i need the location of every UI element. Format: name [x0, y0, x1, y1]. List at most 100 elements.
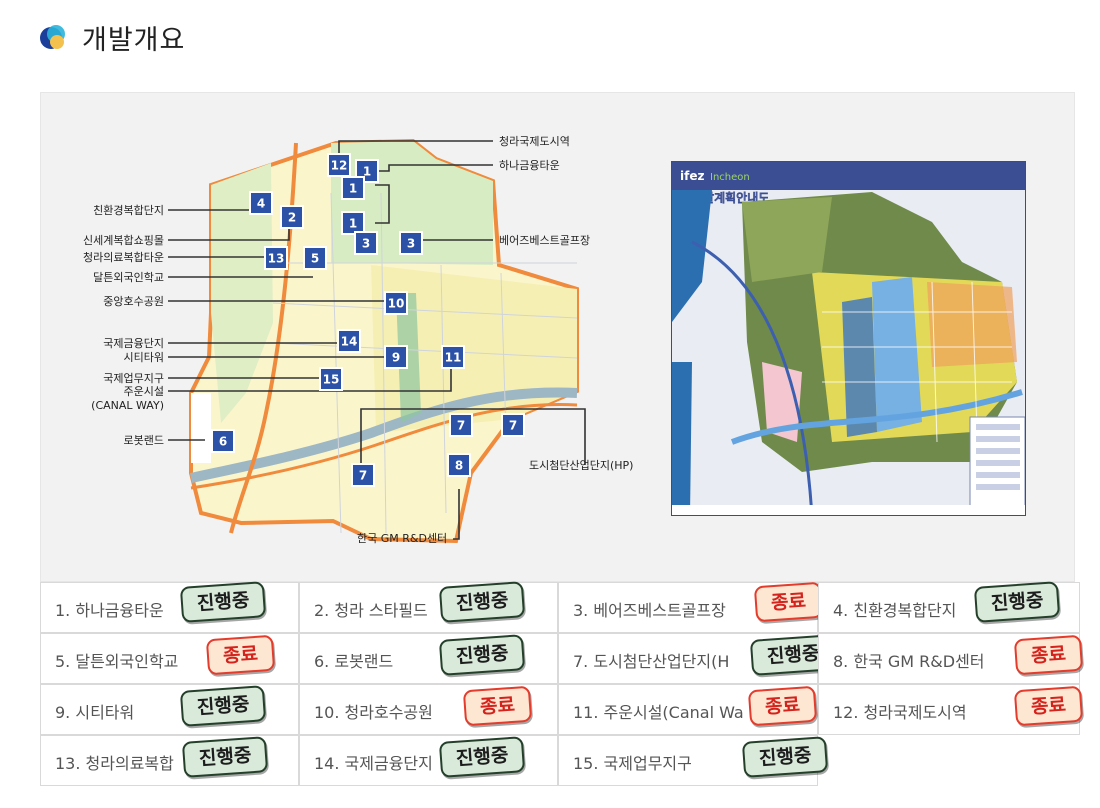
project-name: 4. 친환경복합단지	[833, 601, 957, 620]
map-marker-13: 13	[264, 246, 288, 270]
map-marker-11: 11	[441, 345, 465, 369]
svg-text:12: 12	[331, 159, 348, 173]
status-badge: 종료	[747, 685, 818, 727]
project-cell: 10. 청라호수공원 종료	[299, 684, 558, 735]
label-intl-business: 국제업무지구	[103, 372, 164, 385]
development-plan-map: 청라국제도시역 하나금융타운 베어즈베스트골프장 도시첨단산업단지(HP) 한국…	[83, 135, 633, 545]
label-canal-way: 주운시설	[124, 385, 164, 398]
svg-text:8: 8	[455, 459, 463, 473]
project-name: 14. 국제금융단지	[314, 754, 433, 773]
map-marker-5: 5	[303, 246, 327, 270]
robotland-site	[191, 393, 211, 463]
map-marker-7: 7	[449, 413, 473, 437]
canal-water	[189, 387, 578, 483]
section-heading: 개발개요	[38, 18, 185, 57]
svg-text:2: 2	[288, 211, 296, 225]
svg-text:1: 1	[349, 217, 357, 231]
status-badge: 진행중	[181, 736, 269, 778]
status-badge: 종료	[462, 685, 533, 727]
map-marker-4: 4	[249, 191, 273, 215]
project-name: 11. 주운시설(Canal Wa	[573, 703, 744, 722]
status-badge: 진행중	[179, 581, 267, 623]
map-marker-2: 2	[280, 205, 304, 229]
label-gm-rnd: 한국 GM R&D센터	[357, 532, 447, 545]
label-robotland: 로봇랜드	[124, 434, 164, 447]
map-marker-6: 6	[211, 429, 235, 453]
svg-text:7: 7	[509, 419, 517, 433]
project-cell: 13. 청라의료복합 진행중	[40, 735, 299, 786]
svg-text:14: 14	[341, 335, 358, 349]
project-cell: 1. 하나금융타운 진행중	[40, 581, 299, 633]
project-name: 8. 한국 GM R&D센터	[833, 652, 985, 671]
project-name: 2. 청라 스타필드	[314, 601, 428, 620]
project-cell: 5. 달튼외국인학교 종료	[40, 633, 299, 684]
guide-map-brand: Incheon	[710, 172, 750, 183]
svg-text:1: 1	[363, 165, 371, 179]
map-marker-3: 3	[354, 231, 378, 255]
status-badge: 진행중	[438, 634, 526, 676]
status-badge: 종료	[753, 581, 824, 623]
map-marker-8: 8	[447, 453, 471, 477]
status-badge: 종료	[1013, 634, 1084, 676]
status-badge: 종료	[205, 634, 276, 676]
label-city-tower: 시티타워	[124, 351, 164, 364]
map-marker-7: 7	[501, 413, 525, 437]
project-cell: 12. 청라국제도시역 종료	[818, 684, 1084, 735]
svg-text:5: 5	[311, 252, 319, 266]
project-cell: 4. 친환경복합단지 진행중	[818, 581, 1080, 633]
label-shopping-mall: 신세계복합쇼핑몰	[83, 234, 164, 247]
project-cell: 2. 청라 스타필드 진행중	[299, 581, 558, 633]
label-bears-best-golf: 베어즈베스트골프장	[499, 234, 590, 247]
label-central-lake-park: 중앙호수공원	[103, 295, 164, 308]
project-cell: 8. 한국 GM R&D센터 종료	[818, 633, 1084, 684]
project-name: 9. 시티타워	[55, 703, 135, 722]
label-hana-financial-town: 하나금융타운	[499, 158, 560, 172]
canal-road	[190, 403, 578, 490]
svg-text:13: 13	[268, 252, 285, 266]
status-badge: 진행중	[973, 581, 1061, 623]
logo-dots-icon	[38, 23, 68, 53]
project-cell: 3. 베어즈베스트골프장 종료	[558, 581, 824, 633]
svg-text:7: 7	[359, 469, 367, 483]
project-name: 15. 국제업무지구	[573, 754, 692, 773]
map-marker-1: 1	[341, 211, 365, 235]
status-badge: 진행중	[438, 581, 526, 623]
svg-text:10: 10	[388, 297, 405, 311]
svg-text:1: 1	[349, 182, 357, 196]
svg-text:15: 15	[323, 373, 340, 387]
svg-text:6: 6	[219, 435, 227, 449]
development-map-panel: 청라국제도시역 하나금융타운 베어즈베스트골프장 도시첨단산업단지(HP) 한국…	[40, 92, 1075, 582]
label-intl-finance: 국제금융단지	[103, 337, 164, 350]
map-marker-1: 1	[341, 176, 365, 200]
west-green-belt	[211, 163, 273, 423]
svg-text:3: 3	[362, 237, 370, 251]
map-marker-7: 7	[351, 463, 375, 487]
project-name: 5. 달튼외국인학교	[55, 652, 179, 671]
map-marker-9: 9	[384, 345, 408, 369]
svg-text:4: 4	[257, 197, 265, 211]
map-marker-12: 12	[327, 153, 351, 177]
label-hightech-industrial: 도시첨단산업단지(HP)	[529, 459, 633, 472]
map-marker-10: 10	[384, 291, 408, 315]
project-name: 10. 청라호수공원	[314, 703, 433, 722]
guide-map-logo: ifez	[680, 169, 704, 183]
label-medical-town: 청라의료복합타운	[83, 251, 164, 264]
label-canal-way-en: (CANAL WAY)	[91, 399, 164, 412]
section-title: 개발개요	[82, 25, 186, 56]
svg-text:9: 9	[392, 351, 400, 365]
project-name: 3. 베어즈베스트골프장	[573, 601, 726, 620]
project-name: 12. 청라국제도시역	[833, 703, 967, 722]
project-cell: 6. 로봇랜드 진행중	[299, 633, 558, 684]
project-name: 13. 청라의료복합	[55, 754, 174, 773]
label-eco-complex: 친환경복합단지	[93, 204, 164, 217]
project-name: 6. 로봇랜드	[314, 652, 394, 671]
status-badge: 종료	[1013, 685, 1084, 727]
project-name: 1. 하나금융타운	[55, 601, 164, 620]
map-marker-3: 3	[399, 231, 423, 255]
